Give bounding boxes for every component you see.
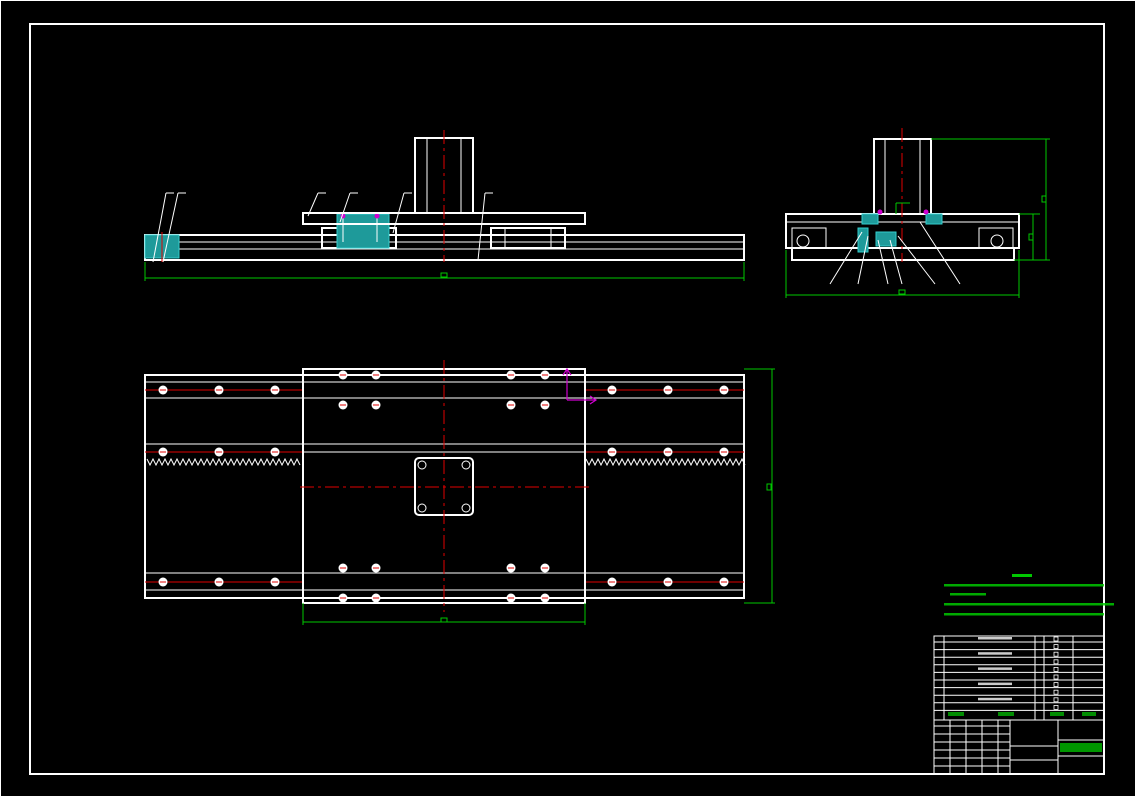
drawing-frame: [29, 23, 1105, 775]
plate-hole: [371, 400, 381, 410]
rail-hole: [214, 577, 224, 587]
rail-hole: [270, 577, 280, 587]
rail-hole: [158, 447, 168, 457]
plate-hole: [338, 400, 348, 410]
side-view[interactable]: [785, 128, 1050, 298]
rail-hole: [663, 577, 673, 587]
plate-hole: [506, 400, 516, 410]
rail-hole: [270, 447, 280, 457]
top-view-dimensions: [302, 368, 775, 625]
rail-hole: [214, 447, 224, 457]
rack-teeth-right: [585, 457, 746, 467]
signature-grid: [934, 720, 1010, 775]
rail-hole: [158, 385, 168, 395]
plate-mounting-holes: [338, 370, 550, 603]
rail-hole: [607, 385, 617, 395]
rail-hole: [719, 447, 729, 457]
rail-hole: [270, 385, 280, 395]
front-view[interactable]: [144, 130, 745, 281]
top-view[interactable]: [144, 360, 775, 625]
plate-hole: [371, 563, 381, 573]
rail-hole: [607, 577, 617, 587]
rail-hole: [214, 385, 224, 395]
rail-mounting-holes: [158, 385, 729, 587]
rail-hole: [719, 385, 729, 395]
plate-hole: [338, 370, 348, 380]
carriage-block-section: [336, 213, 390, 249]
plate-hole: [371, 370, 381, 380]
plate-hole: [338, 593, 348, 603]
plate-hole: [540, 593, 550, 603]
plate-hole: [371, 593, 381, 603]
carriage-block-right: [490, 227, 566, 249]
part-leaders-side: [829, 221, 961, 285]
rail-hole: [158, 577, 168, 587]
rail-hole: [607, 447, 617, 457]
part-leaders-front: [152, 192, 493, 263]
plate-hole: [506, 593, 516, 603]
rack-teeth-left: [146, 457, 301, 467]
plate-hole: [338, 563, 348, 573]
front-length-dimension: [144, 262, 745, 281]
plate-hole: [506, 563, 516, 573]
rail-hole: [663, 447, 673, 457]
drawing-title-block-text: [1060, 743, 1102, 752]
title-block[interactable]: [933, 635, 1105, 775]
side-dimensions: [785, 138, 1050, 298]
plate-hole: [540, 563, 550, 573]
plate-hole: [506, 370, 516, 380]
parts-list-table: [934, 636, 1104, 711]
rail-hole: [719, 577, 729, 587]
plate-hole: [540, 370, 550, 380]
rail-hole: [663, 385, 673, 395]
ucs-icon: [562, 367, 598, 405]
plate-hole: [540, 400, 550, 410]
technical-notes: [944, 574, 1114, 616]
